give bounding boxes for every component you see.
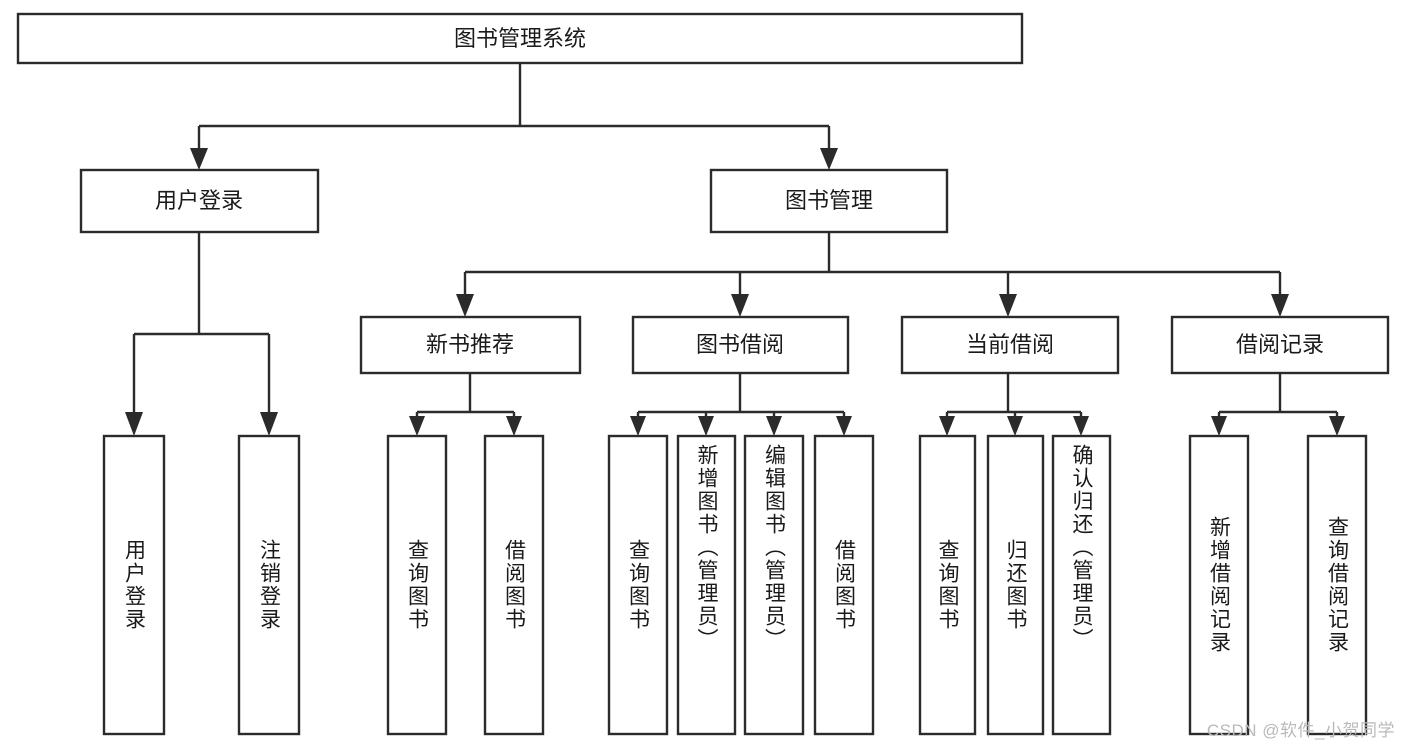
arrow-bm-to-borrow-record <box>1271 294 1289 317</box>
arrow-nbr-leaf-1 <box>409 416 425 436</box>
node-book-management-box[interactable] <box>709 168 949 234</box>
node-borrow-record-label: 借阅记录 <box>1236 332 1324 357</box>
node-leaf-borrow-book-box[interactable] <box>813 434 875 736</box>
node-leaf-query-book-recommend-box[interactable] <box>386 434 448 736</box>
node-new-book-recommend-label: 新书推荐 <box>426 332 514 357</box>
node-leaf-add-borrow-record-box[interactable] <box>1188 434 1250 736</box>
node-layer: 图书管理系统 用户登录 图书管理 新书推荐 图书借阅 当前借阅 借阅记录 <box>16 12 1390 736</box>
arrow-user-login-leaf-1 <box>125 412 143 436</box>
arrow-br-leaf-2 <box>1329 416 1345 436</box>
arrow-user-login-leaf-2 <box>260 412 278 436</box>
node-book-management-label: 图书管理 <box>785 188 873 213</box>
node-leaf-return-book-box[interactable] <box>986 434 1045 736</box>
arrow-bm-to-new-book-recommend <box>456 294 474 317</box>
node-leaf-confirm-return-admin-box[interactable] <box>1051 434 1112 736</box>
node-user-login-label: 用户登录 <box>155 188 243 213</box>
arrow-nbr-leaf-2 <box>506 416 522 436</box>
arrow-br-leaf-1 <box>1211 416 1227 436</box>
node-leaf-query-borrow-record-box[interactable] <box>1306 434 1368 736</box>
arrow-bb-leaf-4 <box>836 416 852 436</box>
node-book-borrow-label: 图书借阅 <box>696 332 784 357</box>
arrow-bb-leaf-3 <box>766 416 782 436</box>
node-root-label: 图书管理系统 <box>454 26 586 51</box>
node-borrow-record-box[interactable] <box>1170 315 1390 375</box>
node-user-login-box[interactable] <box>79 168 320 234</box>
arrow-bb-leaf-1 <box>630 416 646 436</box>
arrow-bb-leaf-2 <box>698 416 714 436</box>
node-leaf-edit-book-admin-box[interactable] <box>743 434 805 736</box>
node-current-borrow-label: 当前借阅 <box>966 332 1054 357</box>
node-root-box[interactable] <box>16 12 1024 65</box>
watermark-text: CSDN @软件_小贺同学 <box>1206 721 1395 740</box>
node-leaf-user-login-box[interactable] <box>102 434 166 736</box>
node-leaf-logout-box[interactable] <box>237 434 301 736</box>
node-leaf-query-book-borrow-box[interactable] <box>607 434 669 736</box>
arrow-root-to-user-login <box>190 148 208 170</box>
node-book-borrow-box[interactable] <box>631 315 850 375</box>
arrow-cb-leaf-3 <box>1073 416 1089 436</box>
node-leaf-query-book-current-box[interactable] <box>918 434 977 736</box>
node-current-borrow-box[interactable] <box>900 315 1120 375</box>
arrow-cb-leaf-2 <box>1007 416 1023 436</box>
connector-layer <box>125 63 1345 436</box>
node-leaf-borrow-book-recommend-box[interactable] <box>483 434 545 736</box>
arrow-cb-leaf-1 <box>939 416 955 436</box>
node-leaf-add-book-admin-box[interactable] <box>676 434 737 736</box>
arrow-bm-to-book-borrow <box>731 294 749 317</box>
arrow-bm-to-current-borrow <box>999 294 1017 317</box>
node-new-book-recommend-box[interactable] <box>359 315 582 375</box>
arrow-root-to-book-management <box>820 148 838 170</box>
